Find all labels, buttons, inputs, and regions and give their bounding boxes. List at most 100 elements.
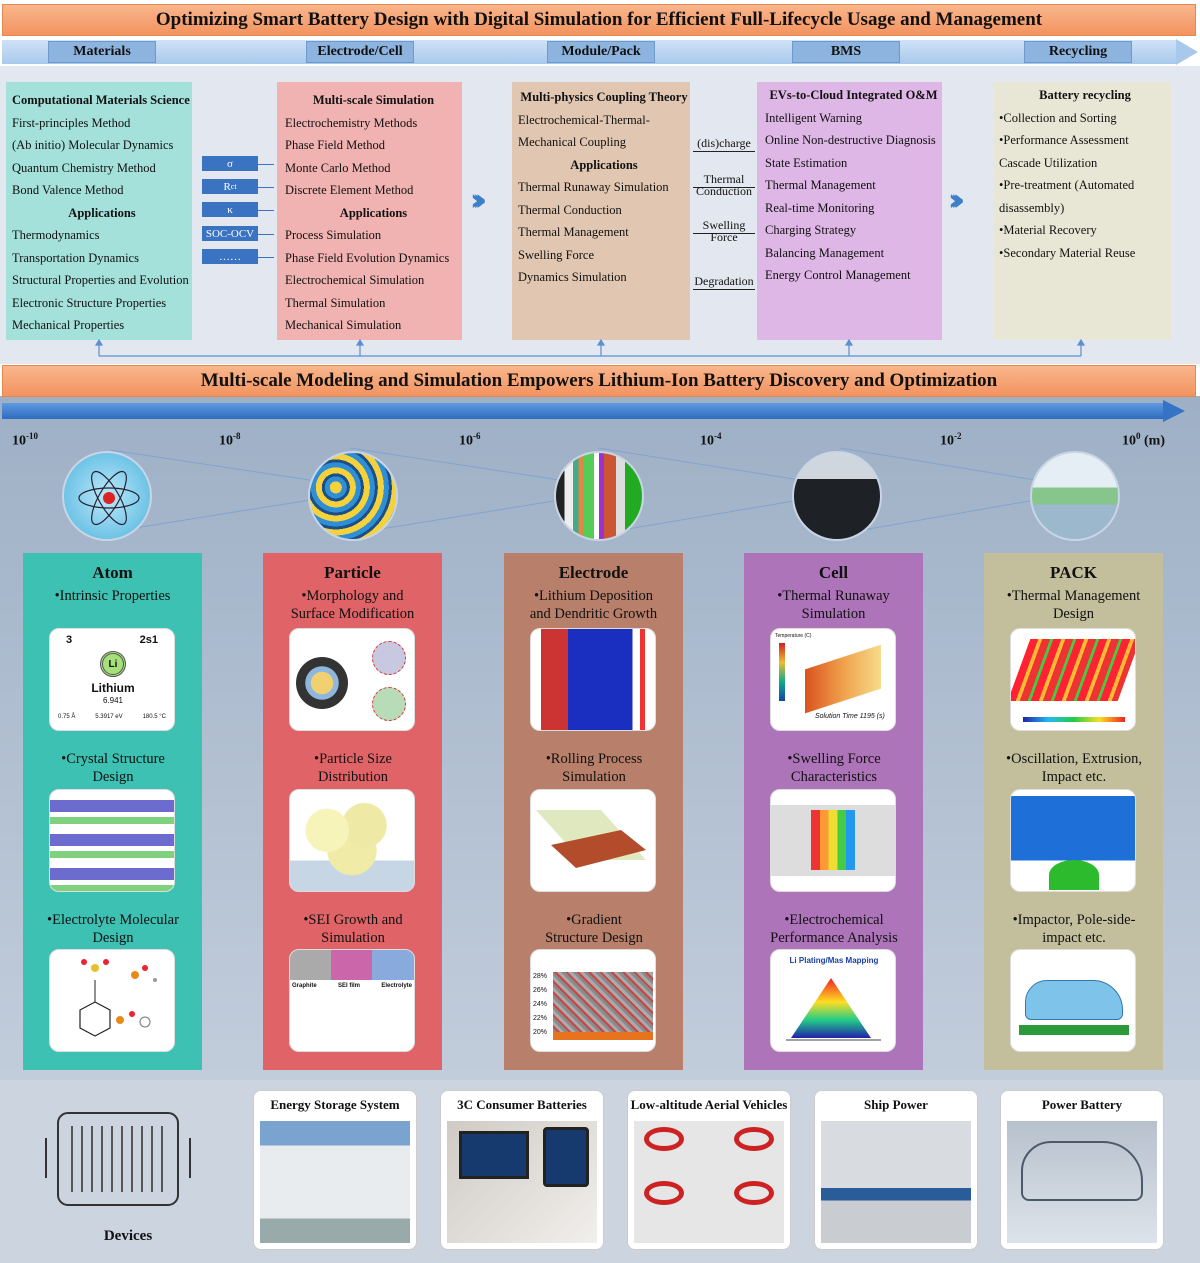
method-item: Quantum Chemistry Method: [12, 160, 156, 175]
sei-label: SEI film: [337, 983, 360, 989]
rotor: [734, 1181, 774, 1205]
battery-module-icon: [45, 1112, 191, 1206]
bms-item: State Estimation: [765, 155, 848, 170]
materials-box: Computational Materials Science First-pr…: [6, 82, 192, 340]
application-item: Thermal Management: [518, 225, 629, 239]
atom-circle-image: [62, 451, 152, 541]
electron-config: 2s1: [139, 634, 158, 646]
atomic-mass: 6.941: [102, 696, 124, 705]
atomic-number: 3: [66, 634, 73, 646]
recycling-item: Cascade Utilization: [999, 155, 1098, 170]
li-plating-map-image: Li Plating/Mas Mapping: [770, 949, 896, 1052]
tick-label: 24%: [533, 1001, 548, 1008]
device-card-power-battery: Power Battery: [1000, 1090, 1164, 1250]
stage-electrode-cell: Electrode/Cell: [306, 41, 414, 63]
pole-impact-image: [1010, 949, 1136, 1052]
recycling-item: •Material Recovery: [999, 223, 1097, 237]
temp-colorbar: [779, 643, 785, 701]
param-arrow: [258, 164, 274, 165]
foot-value: 180.5 °C: [142, 714, 166, 720]
application-item: Thermal Runaway Simulation: [518, 180, 669, 194]
recycling-item-text: Material Recovery: [1003, 223, 1097, 237]
method-item: Electrochemistry Methods: [285, 115, 418, 130]
device-title: Low-altitude Aerial Vehicles: [630, 1097, 788, 1112]
recycling-item: •Collection and Sorting: [999, 110, 1117, 125]
electrolyte-molecule-image: [49, 949, 175, 1052]
solution-time: Solution Time 1195 (s): [815, 713, 885, 720]
rotor: [734, 1127, 774, 1151]
pack-thermal-image: [1010, 628, 1136, 731]
lifecycle-arrow-head: [1176, 39, 1198, 65]
column-item: •Swelling Force Characteristics: [787, 751, 881, 785]
gradient-structure-image: 28% 26% 24% 22% 20%: [530, 949, 656, 1052]
electrode-column: Electrode •Lithium Deposition and Dendri…: [504, 553, 683, 1070]
column-title: Electrode: [558, 563, 629, 582]
gradient-ticks: 28% 26% 24% 22% 20%: [533, 970, 547, 1040]
bms-item: Balancing Management: [765, 245, 885, 260]
rotor: [644, 1127, 684, 1151]
crystal-structure-image: [49, 789, 175, 892]
stage-module-pack: Module/Pack: [547, 41, 655, 63]
impactor-dome: [1049, 860, 1099, 890]
foot-value: 0.75 Å: [58, 714, 76, 720]
cell-block: [805, 644, 881, 714]
stage-materials: Materials: [48, 41, 156, 63]
rolling-plate-icon: [536, 810, 646, 868]
method-item: Phase Field Method: [285, 138, 385, 152]
tick-label: 20%: [533, 1029, 548, 1036]
scale-label: 10-8: [219, 431, 241, 449]
recycling-header: Battery recycling: [1039, 88, 1131, 102]
applications-header: Applications: [68, 205, 136, 220]
recycling-item: •Secondary Material Reuse: [999, 245, 1136, 260]
column-title: Atom: [92, 563, 133, 582]
column-item: •Electrolyte Molecular Design: [47, 912, 179, 946]
applications-header: Applications: [570, 157, 638, 172]
car-outline: [1021, 1141, 1143, 1201]
bms-item: Charging Strategy: [765, 223, 857, 237]
param-arrow: [258, 187, 274, 188]
column-item: •Thermal Runaway Simulation: [777, 588, 890, 622]
cell-column: Cell •Thermal Runaway Simulation Tempera…: [744, 553, 923, 1070]
device-card-aerial: Low-altitude Aerial Vehicles: [627, 1090, 791, 1250]
device-card-energy-storage: Energy Storage System: [253, 1090, 417, 1250]
recycling-item-text: Secondary Material Reuse: [1003, 245, 1136, 260]
scale-zoom-lines: [109, 447, 1036, 535]
recycling-box: Battery recycling •Collection and Sortin…: [993, 82, 1171, 340]
gradient-fill: [553, 972, 653, 1032]
application-item: Process Simulation: [285, 228, 382, 242]
tablet-screen: [543, 1127, 589, 1187]
column-item: •Thermal Management Design: [1006, 588, 1141, 622]
scale-arrow: [2, 403, 1164, 419]
current-collector: [553, 1032, 653, 1040]
electrode-header: Multi-scale Simulation: [312, 93, 435, 107]
application-item: Structural Properties and Evolution: [12, 273, 189, 287]
pack-colorbar: [1023, 717, 1125, 722]
module-box: Multi-physics Coupling Theory Electroche…: [512, 82, 690, 340]
particle-size-image: [289, 789, 415, 892]
top-title-banner: Optimizing Smart Battery Design with Dig…: [2, 4, 1196, 36]
param-conductivity: σ: [202, 156, 258, 171]
temp-legend: Temperature (C): [775, 633, 812, 639]
electrode-circle-image: [554, 451, 644, 541]
link-thermal-conduction: Thermal Conduction: [693, 173, 755, 197]
molecule-icon: [79, 959, 157, 1037]
element-card: 3 2s1 Li Lithium 6.941 0.75 Å 5.3917 eV …: [49, 628, 175, 731]
particle-column: Particle •Morphology and Surface Modific…: [263, 553, 442, 1070]
link-label: (dis)charge: [697, 136, 751, 150]
electrode-box: Multi-scale Simulation Electrochemistry …: [277, 82, 462, 340]
scale-label: 100 (m): [1122, 431, 1165, 449]
application-item: Electrochemical Simulation: [285, 273, 425, 287]
param-arrow: [258, 257, 274, 258]
application-item: Electronic Structure Properties: [12, 295, 167, 310]
column-title: Particle: [324, 563, 381, 582]
surface-plot-icon: [786, 978, 881, 1041]
application-item: Thermodynamics: [12, 228, 100, 242]
cell-circle-image: [792, 451, 882, 541]
column-title: Cell: [818, 563, 849, 582]
particle-sphere: [296, 657, 348, 709]
element-icon: Li: [100, 651, 126, 677]
recycling-item-text: Collection and Sorting: [1003, 110, 1117, 125]
atom-icon: [78, 470, 140, 526]
application-item: Dynamics Simulation: [518, 270, 627, 284]
bms-item: Thermal Management: [765, 178, 876, 192]
